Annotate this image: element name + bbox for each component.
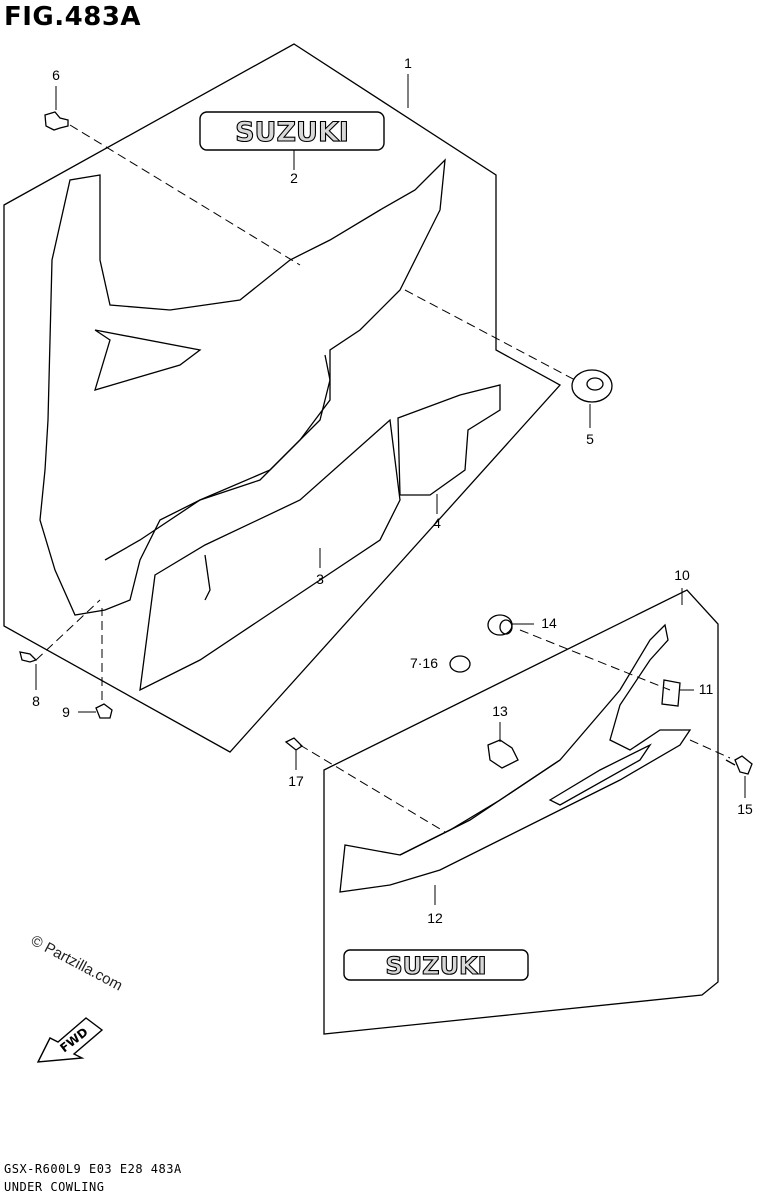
part-5-grommet: [571, 369, 613, 403]
section-name: UNDER COWLING: [4, 1180, 105, 1194]
part-3-wire: [204, 554, 211, 601]
logo-text-lower: SUZUKI: [385, 952, 486, 980]
callout-15: 15: [737, 801, 753, 817]
callout-6: 6: [52, 67, 60, 83]
figure-title: FIG.483A: [4, 2, 142, 32]
fwd-arrow-icon: FWD: [36, 1017, 104, 1063]
callout-17: 17: [288, 773, 304, 789]
callout-7-16: 7·16: [410, 655, 438, 671]
callout-13: 13: [492, 703, 508, 719]
callout-11: 11: [699, 681, 714, 697]
callout-12: 12: [427, 910, 443, 926]
part-7-16-bushing: [449, 655, 471, 673]
part-9-fastener: [95, 703, 113, 719]
part-13-bracket: [487, 739, 519, 769]
part-3-crease: [104, 354, 331, 561]
part-10-inner-line: [399, 759, 561, 856]
part-8-screw: [19, 651, 38, 663]
part-3-lower-panel: [139, 418, 401, 692]
part-3-shape: [39, 158, 446, 616]
callout-10: 10: [674, 567, 690, 583]
part-3-inner-line: [94, 329, 202, 391]
part-12-logo: SUZUKI: [343, 949, 529, 981]
part-10-shape: [339, 623, 692, 893]
callout-14: 14: [541, 615, 557, 631]
callout-4: 4: [433, 515, 441, 531]
callout-8: 8: [32, 693, 40, 709]
part-6-screw: [44, 111, 69, 131]
part-15-screw: [734, 755, 753, 775]
part-10-vent: [548, 743, 652, 806]
part-4-shape: [397, 384, 501, 496]
callout-3: 3: [316, 571, 324, 587]
callout-1: 1: [404, 55, 412, 71]
part-11-clip: [661, 679, 681, 707]
callout-2: 2: [290, 170, 298, 186]
assembly-10-frame: [323, 589, 719, 1035]
part-17-screw: [284, 737, 304, 751]
logo-text-upper: SUZUKI: [235, 117, 349, 148]
callout-9: 9: [62, 704, 70, 720]
part-2-logo: SUZUKI: [199, 111, 385, 151]
model-code: GSX-R600L9 E03 E28 483A: [4, 1162, 182, 1176]
assembly-1-frame: [3, 43, 562, 753]
callout-5: 5: [586, 431, 594, 447]
